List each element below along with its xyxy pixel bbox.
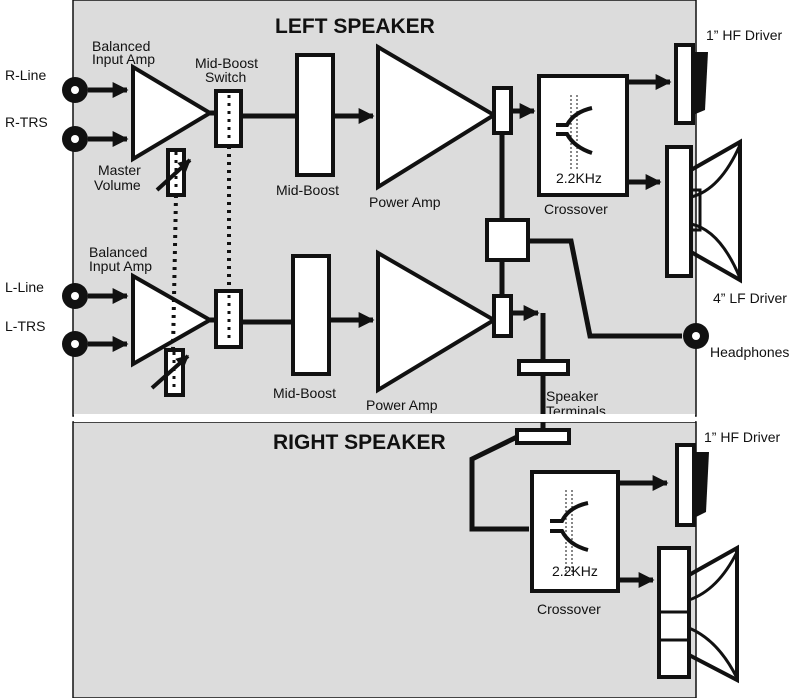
ganged-volume-link: [171, 194, 178, 351]
left-speaker-title: LEFT SPEAKER: [275, 15, 435, 38]
headphone-mix-box: [485, 218, 530, 262]
balanced-input-amp-bottom: [131, 272, 215, 368]
label-mid-boost-switch-2: Switch: [205, 69, 246, 85]
crossover-bottom: [530, 470, 620, 593]
lf-driver-top: [665, 138, 742, 284]
hf-driver-top: [674, 43, 708, 125]
label-headphones: Headphones: [710, 344, 789, 360]
input-jack-r-trs: [62, 126, 88, 152]
label-crossover-top: Crossover: [544, 201, 608, 217]
input-jack-l-line: [62, 283, 88, 309]
label-l-line: L-Line: [5, 279, 44, 295]
label-r-trs: R-TRS: [5, 114, 48, 130]
label-power-amp-top: Power Amp: [369, 194, 441, 210]
label-speaker-terminals-1: Speaker: [546, 388, 598, 404]
label-mid-boost-bottom: Mid-Boost: [273, 385, 336, 401]
label-master-volume-1: Master: [98, 162, 141, 178]
input-jack-l-trs: [62, 331, 88, 357]
output-switch-top: [492, 86, 513, 135]
wire-headphone-out: [528, 238, 682, 339]
mid-boost-filter-bottom: [291, 254, 331, 376]
label-hf-driver-top: 1” HF Driver: [706, 27, 783, 43]
crossover-top: [537, 74, 629, 197]
label-mid-boost-top: Mid-Boost: [276, 182, 339, 198]
right-speaker-title: RIGHT SPEAKER: [273, 431, 446, 454]
wire-terminals-to-crossover-bottom: [469, 434, 529, 532]
mid-boost-filter-top: [295, 53, 335, 177]
label-crossover-freq-top: 2.2KHz: [556, 170, 602, 186]
label-crossover-bottom: Crossover: [537, 601, 601, 617]
headphone-jack: [683, 323, 709, 349]
label-crossover-freq-bottom: 2.2KHz: [552, 563, 598, 579]
label-balanced-amp-bottom-1: Balanced: [89, 244, 147, 260]
label-power-amp-bottom: Power Amp: [366, 397, 438, 413]
power-amp-top: [376, 43, 498, 191]
label-balanced-amp-bottom-2: Input Amp: [89, 258, 152, 274]
speaker-terminal-left: [517, 359, 570, 376]
label-l-trs: L-TRS: [5, 318, 45, 334]
label-mid-boost-switch-1: Mid-Boost: [195, 55, 258, 71]
label-lf-driver-top: 4” LF Driver: [713, 290, 787, 306]
power-amp-bottom: [376, 249, 498, 394]
label-balanced-amp-top-2: Input Amp: [92, 51, 155, 67]
lf-driver-bottom: [657, 544, 739, 684]
hf-driver-bottom: [675, 443, 709, 527]
speaker-divider: [74, 414, 695, 422]
output-switch-bottom: [492, 294, 513, 338]
input-jack-r-line: [62, 77, 88, 103]
label-master-volume-2: Volume: [94, 177, 141, 193]
speaker-terminal-right: [515, 428, 571, 445]
master-volume-arrow-bottom: [150, 354, 190, 390]
label-r-line: R-Line: [5, 67, 46, 83]
label-balanced-amp-top-1: Balanced: [92, 38, 150, 54]
crossover-filter-symbol-top: [556, 95, 593, 170]
master-volume-arrow-top: [155, 158, 192, 192]
balanced-input-amp-top: [131, 63, 214, 163]
crossover-filter-symbol-bottom: [550, 490, 589, 575]
label-hf-driver-bottom: 1” HF Driver: [704, 429, 781, 445]
